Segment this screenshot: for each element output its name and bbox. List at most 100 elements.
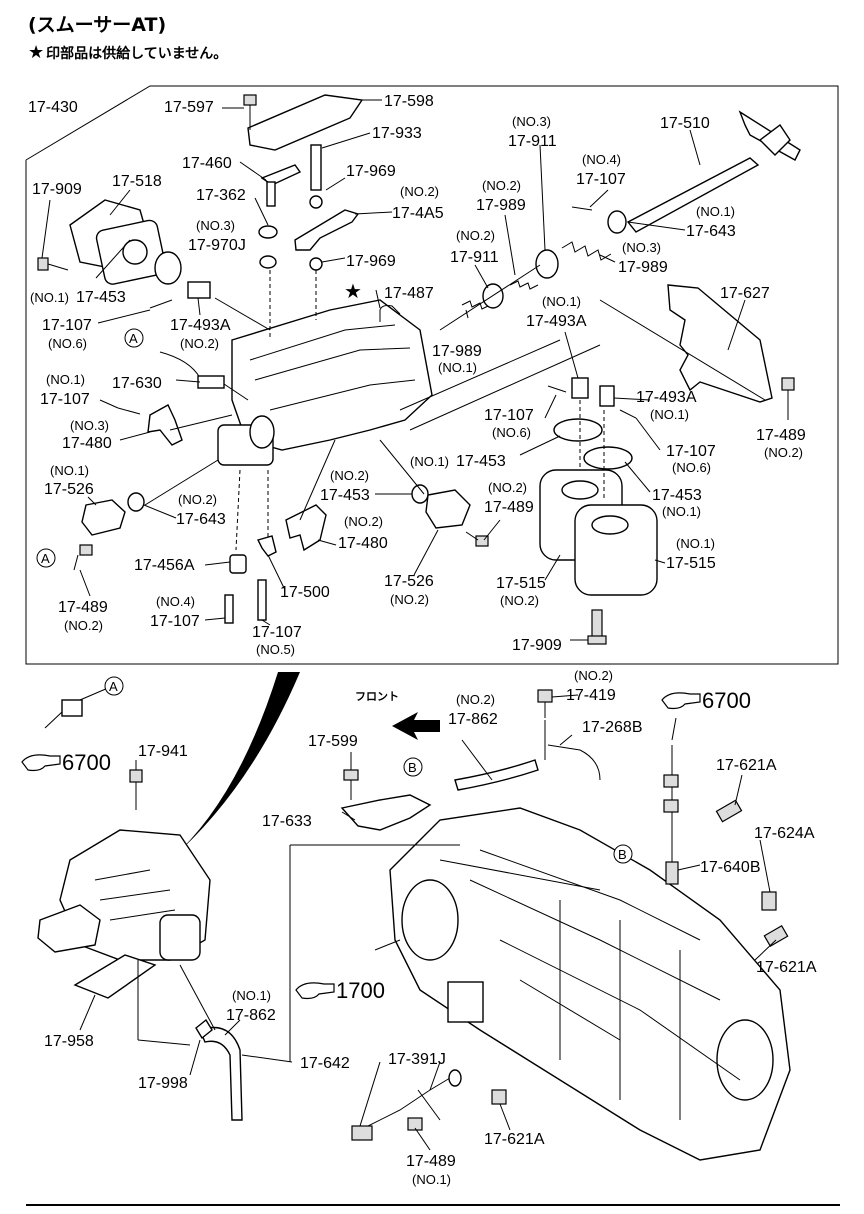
part-hose-17862-no1 — [199, 1026, 243, 1121]
label-17597: 17-597 — [164, 99, 214, 116]
label-17941: 17-941 — [138, 743, 188, 760]
part-ring-17391j — [448, 1069, 462, 1087]
label-17362: 17-362 — [196, 187, 246, 204]
part-bolt-17489d — [407, 1117, 423, 1131]
part-oring-17453-no1 — [154, 251, 182, 285]
part-pin-17107-no4b — [571, 206, 593, 211]
part-harness-17642-plug — [351, 1125, 373, 1141]
label-17107d: 17-107 — [252, 624, 302, 641]
label-17515a-no: (NO.1) — [676, 536, 715, 551]
part-17500 — [256, 535, 277, 557]
label-17489d: 17-489 — [406, 1153, 456, 1170]
label-17456a: 17-456A — [134, 557, 195, 574]
reference-1700: 1700 — [295, 978, 385, 1003]
part-pin-17107-no1 — [117, 407, 141, 415]
part-17456a — [229, 554, 247, 574]
part-solenoid-face — [249, 415, 275, 449]
label-17493c-no: (NO.1) — [650, 407, 689, 422]
leaders-lower-right — [289, 694, 777, 1151]
part-pin-17933 — [310, 144, 322, 191]
svg-text:B: B — [618, 847, 627, 862]
part-transmission-rear-housing — [716, 1019, 774, 1101]
part-pin-17107-no6c — [619, 409, 637, 419]
part-connector-a — [61, 699, 83, 717]
label-17510: 17-510 — [660, 115, 710, 132]
pointing-hand-icon — [661, 692, 701, 710]
part-fitting-17621a-upper — [715, 799, 743, 823]
leaders-upper — [41, 99, 789, 641]
part-oring-17453-no1c — [583, 446, 633, 470]
part-ring-17643-no1 — [607, 210, 627, 234]
label-17526a-no: (NO.1) — [50, 463, 89, 478]
label-17489b: 17-489 — [484, 499, 534, 516]
label-17989b: 17-989 — [432, 343, 482, 360]
label-17970j: 17-970J — [188, 237, 246, 254]
part-cylinder-17515-no1-port — [591, 515, 629, 535]
part-bolt-17489b-shank — [465, 531, 479, 541]
part-connector-6700 — [663, 774, 679, 788]
label-17453d: 17-453 — [652, 487, 702, 504]
part-clip-17493a-no1b — [599, 385, 615, 407]
part-spring-17989-no3 — [561, 241, 612, 261]
part-pin-17107-no6 — [149, 299, 173, 309]
circle-marker-b2: B — [613, 844, 633, 864]
label-17480b-no: (NO.2) — [344, 514, 383, 529]
pointing-hand-icon — [21, 754, 61, 772]
circle-marker-a2: A — [36, 548, 56, 568]
label-17989b-no: (NO.1) — [438, 360, 477, 375]
label-17911a: 17-911 — [508, 133, 557, 150]
ref-6700-right: 6700 — [702, 688, 751, 713]
part-assembly-cylinder — [159, 914, 201, 961]
label-174a5-no: (NO.2) — [400, 184, 439, 199]
part-bolt-17909b-head — [587, 635, 607, 645]
circle-marker-a3: A — [104, 676, 124, 696]
part-ring-17643-no2 — [127, 492, 145, 512]
part-bolt-17621a-bottom — [491, 1089, 507, 1105]
label-17107g-no: (NO.6) — [672, 460, 711, 475]
front-arrow-icon — [392, 712, 440, 740]
part-sensor-17630 — [197, 375, 225, 389]
part-transmission-bellhousing — [401, 879, 459, 961]
label-17624a: 17-624A — [754, 825, 815, 842]
label-17862b: 17-862 — [448, 711, 498, 728]
part-hose-17862-no2 — [454, 759, 539, 791]
label-17599: 17-599 — [308, 733, 358, 750]
label-17107g: 17-107 — [666, 443, 716, 460]
part-bolt-17489c-head — [781, 377, 795, 391]
label-17107f: 17-107 — [484, 407, 534, 424]
part-shaft-17510-arm — [758, 123, 791, 156]
part-cover-17958 — [73, 954, 157, 999]
label-17526b-no: (NO.2) — [390, 592, 429, 607]
front-label: フロント — [355, 690, 399, 703]
label-17480a: 17-480 — [62, 435, 112, 452]
label-17489a: 17-489 — [58, 599, 108, 616]
label-17642: 17-642 — [300, 1055, 350, 1072]
label-17493a-no: (NO.2) — [180, 336, 219, 351]
label-17107c-no: (NO.4) — [156, 594, 195, 609]
part-pin-17107-no5 — [257, 579, 267, 621]
label-17107a: 17-107 — [42, 317, 92, 334]
label-17493a: 17-493A — [170, 317, 231, 334]
star-icon: ★ — [28, 42, 45, 63]
label-17526a: 17-526 — [44, 481, 94, 498]
supply-note: ★印部品は供給していません。 — [28, 42, 227, 63]
label-17493b: 17-493A — [526, 313, 587, 330]
label-17487: 17-487 — [384, 285, 434, 302]
label-17643b: 17-643 — [686, 223, 736, 240]
part-assembly-lines — [94, 869, 176, 921]
label-17460: 17-460 — [182, 155, 232, 172]
label-17643b-no: (NO.1) — [696, 204, 735, 219]
label-17909a: 17-909 — [32, 181, 82, 198]
label-17107f-no: (NO.6) — [492, 425, 531, 440]
label-17526b: 17-526 — [384, 573, 434, 590]
part-connector-a-wire — [44, 711, 63, 729]
label-17989c-no: (NO.3) — [622, 240, 661, 255]
part-bracket-17627 — [667, 284, 773, 403]
label-17643a-no: (NO.2) — [178, 492, 217, 507]
part-lever-174a5 — [294, 209, 360, 251]
label-17862b-no: (NO.2) — [456, 692, 495, 707]
label-17480a-no: (NO.3) — [70, 418, 109, 433]
label-17515b-no: (NO.2) — [500, 593, 539, 608]
label-17453b: 17-453 — [320, 487, 370, 504]
